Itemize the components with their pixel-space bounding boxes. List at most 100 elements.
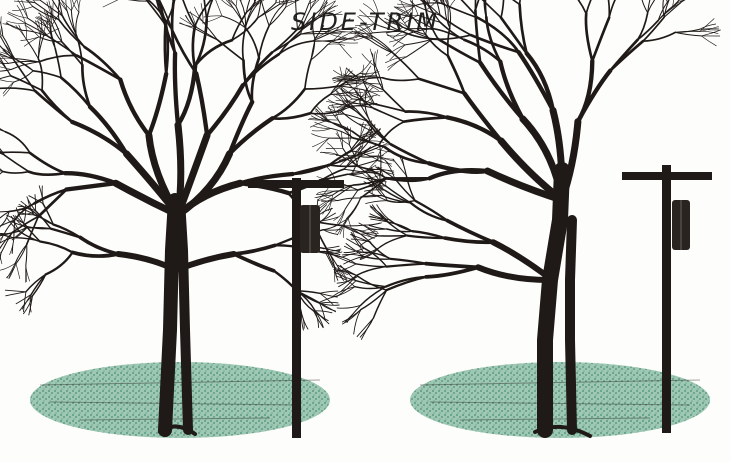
branch-stroke (46, 252, 73, 274)
branch-stroke (16, 264, 20, 279)
branch-stroke (5, 132, 29, 153)
branch-stroke (252, 58, 259, 102)
branch-stroke (380, 236, 408, 248)
branch-stroke (380, 122, 405, 144)
branch-stroke (701, 30, 720, 36)
branch-stroke (296, 2, 298, 29)
branch-stroke (259, 26, 269, 58)
branch-stroke (382, 78, 419, 81)
branch-stroke (269, 7, 286, 26)
branch-stroke (175, 53, 178, 125)
branch-stroke (103, 0, 121, 7)
branch-stroke (0, 79, 14, 82)
branch-stroke (243, 54, 279, 85)
branch-stroke (245, 28, 259, 58)
branch-stroke (236, 0, 237, 6)
branch-stroke (426, 267, 478, 277)
branch-stroke (361, 318, 373, 339)
branch-stroke (319, 296, 335, 302)
branch-stroke (432, 35, 471, 39)
branch-stroke (340, 67, 342, 80)
branch-stroke (320, 291, 338, 293)
branch-stroke (243, 53, 272, 86)
branch-stroke (269, 5, 283, 25)
branch-stroke (0, 76, 11, 84)
branch-stroke (222, 16, 245, 28)
branch-stroke (15, 245, 26, 264)
branch-stroke (218, 40, 244, 61)
branch-stroke (426, 264, 478, 268)
branch-stroke (317, 138, 329, 151)
branch-stroke (220, 0, 233, 8)
branch-stroke (79, 0, 82, 12)
branch-stroke (357, 318, 373, 337)
branch-stroke (385, 22, 405, 29)
branch-stroke (7, 263, 15, 278)
branch-stroke (30, 153, 65, 173)
branch-stroke (450, 8, 451, 28)
branch-stroke (26, 274, 46, 291)
branch-stroke (429, 163, 487, 171)
branch-stroke (40, 242, 72, 253)
branch-stroke (701, 36, 716, 46)
branch-stroke (0, 172, 3, 184)
branch-stroke (16, 25, 27, 39)
branch-stroke (312, 128, 331, 130)
branch-stroke (331, 107, 349, 108)
branch-stroke (215, 0, 222, 16)
branch-stroke (361, 290, 387, 309)
branch-stroke (310, 95, 330, 114)
branch-stroke (324, 33, 341, 34)
branch-stroke (416, 6, 440, 16)
branch-stroke (566, 0, 586, 14)
branch-stroke (80, 238, 118, 255)
branch-stroke (641, 0, 648, 13)
branch-stroke (326, 253, 334, 267)
branch-stroke (65, 173, 115, 183)
branch-stroke (675, 32, 701, 36)
branch-stroke (149, 74, 166, 135)
branch-stroke (193, 26, 196, 73)
branch-stroke (33, 71, 61, 78)
branch-stroke (3, 172, 29, 173)
branch-stroke (5, 290, 26, 292)
branch-stroke (121, 0, 149, 1)
branch-stroke (373, 39, 394, 53)
branch-stroke (500, 62, 523, 119)
branch-stroke (387, 264, 426, 267)
branch-stroke (55, 48, 61, 77)
branch-stroke (356, 264, 386, 267)
branch-stroke (12, 7, 33, 11)
branch-stroke (14, 71, 34, 82)
branch-stroke (464, 93, 501, 140)
branch-stroke (341, 275, 357, 291)
branch-stroke (48, 36, 77, 55)
branch-stroke (338, 43, 351, 58)
branch-stroke (207, 85, 243, 135)
branch-stroke (312, 134, 330, 138)
branch-stroke (493, 0, 519, 4)
branch-stroke (234, 254, 274, 271)
branch-stroke (312, 138, 329, 147)
branch-stroke (329, 165, 357, 166)
branch-stroke (196, 74, 207, 136)
branch-stroke (609, 0, 623, 18)
branch-stroke (610, 41, 643, 70)
branch-stroke (23, 0, 33, 7)
branch-stroke (592, 18, 609, 61)
branch-stroke (21, 37, 39, 41)
branch-stroke (38, 59, 42, 91)
branch-stroke (373, 290, 386, 318)
branch-stroke (527, 53, 553, 110)
branch-stroke (272, 89, 304, 118)
branch-stroke (24, 292, 26, 312)
branch-stroke (377, 160, 392, 164)
branch-stroke (395, 6, 415, 8)
branch-stroke (338, 198, 361, 201)
branch-stroke (33, 7, 59, 20)
branch-stroke (586, 14, 592, 61)
branch-stroke (26, 39, 38, 58)
branch-stroke (347, 198, 361, 219)
